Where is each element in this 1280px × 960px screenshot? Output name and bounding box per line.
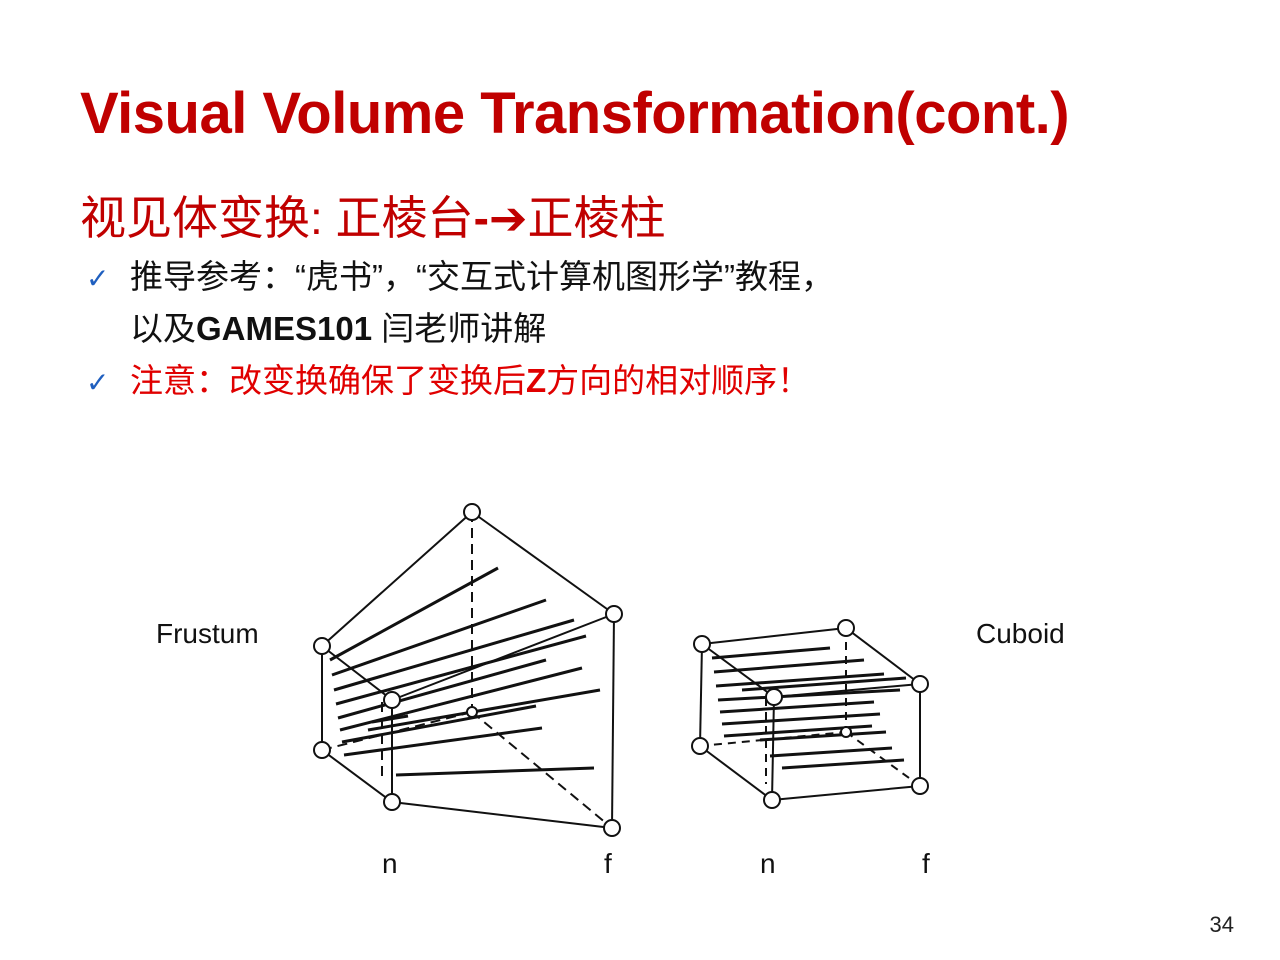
bullet-reference-continued: 以及GAMES101 闫老师讲解 — [130, 302, 546, 350]
cuboid-label: Cuboid — [976, 618, 1065, 649]
slide-subtitle: 视见体变换: 正棱台-➔正棱柱 — [80, 182, 665, 248]
bullet-reference: ✓ 推导参考：“虎书”，“交互式计算机图形学”教程， — [86, 250, 834, 298]
page-number: 34 — [1209, 912, 1234, 937]
vertex-markers — [313, 503, 929, 837]
check-icon: ✓ — [86, 263, 110, 294]
check-icon: ✓ — [86, 367, 110, 398]
bullet-reference-suffix: 闫老师讲解 — [372, 310, 547, 347]
bullet-note-prefix: 注意：改变换确保了变换后 — [130, 362, 526, 399]
bullet-reference-line1: 推导参考：“虎书”，“交互式计算机图形学”教程， — [130, 258, 834, 295]
frustum-far-label: f — [604, 848, 612, 879]
cuboid-depth-lines — [711, 646, 907, 770]
cuboid-far-label: f — [922, 848, 930, 879]
bullet-note-z: Z — [526, 362, 547, 399]
frustum-label: Frustum — [156, 618, 259, 649]
frustum-wireframe — [321, 511, 615, 829]
slide-title: Visual Volume Transformation(cont.) — [80, 81, 1070, 146]
bullet-note-suffix: 方向的相对顺序！ — [546, 362, 811, 399]
bullet-reference-prefix: 以及 — [130, 310, 196, 347]
bullet-note: ✓ 注意：改变换确保了变换后Z方向的相对顺序！ — [86, 354, 810, 402]
bullet-reference-course: GAMES101 — [196, 310, 373, 347]
frustum-to-cuboid-diagram: Frustum Cuboid n f n f — [0, 490, 1280, 900]
subtitle-arrow: -➔ — [473, 192, 528, 244]
cuboid-near-label: n — [760, 848, 776, 879]
subtitle-part2: 正棱柱 — [527, 192, 666, 244]
frustum-near-label: n — [382, 848, 398, 879]
subtitle-part1: 视见体变换: 正棱台 — [80, 192, 474, 244]
frustum-depth-lines — [329, 566, 601, 777]
diagram-svg — [313, 503, 929, 837]
cuboid-wireframe — [699, 627, 921, 801]
